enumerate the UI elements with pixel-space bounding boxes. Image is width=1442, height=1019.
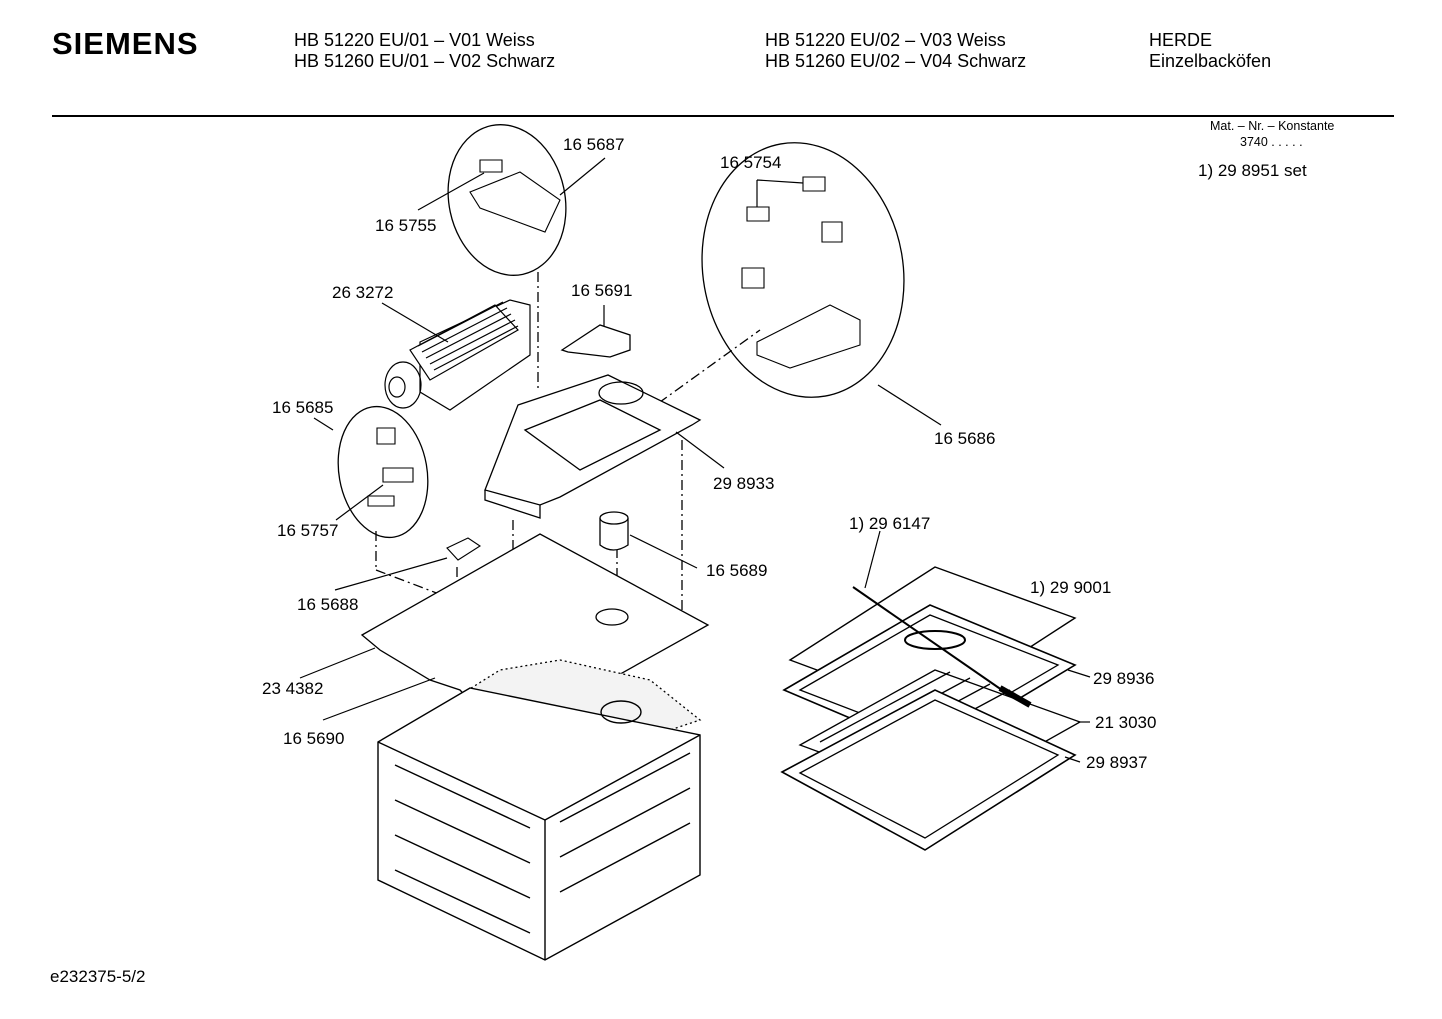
detail-ellipse-thermostat: [328, 399, 438, 544]
part-label: 16 5688: [297, 595, 359, 614]
part-label: 21 3030: [1095, 713, 1157, 732]
leader-lines: [300, 158, 1090, 762]
mat-nr-value: 3740 . . . . .: [1240, 135, 1303, 149]
part-label: 16 5754: [720, 153, 782, 172]
model-line: HB 51220 EU/02 – V03 Weiss: [765, 30, 1006, 50]
rotisserie-spit: [853, 587, 1030, 705]
deep-tray: [782, 690, 1075, 850]
set-note: 1) 29 8951 set: [1198, 161, 1307, 180]
model-line: HB 51220 EU/01 – V01 Weiss: [294, 30, 535, 50]
part-label: 29 8936: [1093, 669, 1155, 688]
part-label: 16 5690: [283, 729, 345, 748]
part-label: 29 8937: [1086, 753, 1148, 772]
heater-cover: [562, 325, 630, 357]
detail-ellipse-switches-right: [682, 127, 923, 414]
mat-nr-label: Mat. – Nr. – Konstante: [1210, 119, 1335, 133]
part-label: 1) 29 6147: [849, 514, 931, 533]
brand-logo: SIEMENS: [52, 26, 199, 61]
fan-cover-plate: [485, 375, 700, 518]
model-list-left: HB 51220 EU/01 – V01 Weiss HB 51260 EU/0…: [294, 30, 555, 72]
fan-motor: [385, 300, 530, 410]
part-label: 26 3272: [332, 283, 394, 302]
part-label: 16 5757: [277, 521, 339, 540]
part-label: 16 5686: [934, 429, 996, 448]
small-parts: [368, 160, 860, 560]
category-main: HERDE: [1149, 30, 1213, 50]
part-label: 23 4382: [262, 679, 324, 698]
part-label: 16 5755: [375, 216, 437, 235]
part-label: 16 5689: [706, 561, 768, 580]
drawing-id: e232375-5/2: [50, 967, 146, 986]
header-rule: [52, 115, 1394, 117]
model-line: HB 51260 EU/02 – V04 Schwarz: [765, 51, 1027, 71]
part-label: 16 5687: [563, 135, 625, 154]
part-label: 16 5685: [272, 398, 334, 417]
detail-ellipse-switch-top: [434, 114, 579, 287]
part-label: 1) 29 9001: [1030, 578, 1112, 597]
category-block: HERDE Einzelbacköfen: [1149, 30, 1271, 72]
thermostat-housing: [600, 512, 628, 550]
category-sub: Einzelbacköfen: [1149, 51, 1272, 71]
oven-cavity: [378, 688, 700, 960]
part-label: 16 5691: [571, 281, 633, 300]
part-label: 29 8933: [713, 474, 775, 493]
model-line: HB 51260 EU/01 – V02 Schwarz: [294, 51, 556, 71]
model-list-right: HB 51220 EU/02 – V03 Weiss HB 51260 EU/0…: [765, 30, 1026, 72]
